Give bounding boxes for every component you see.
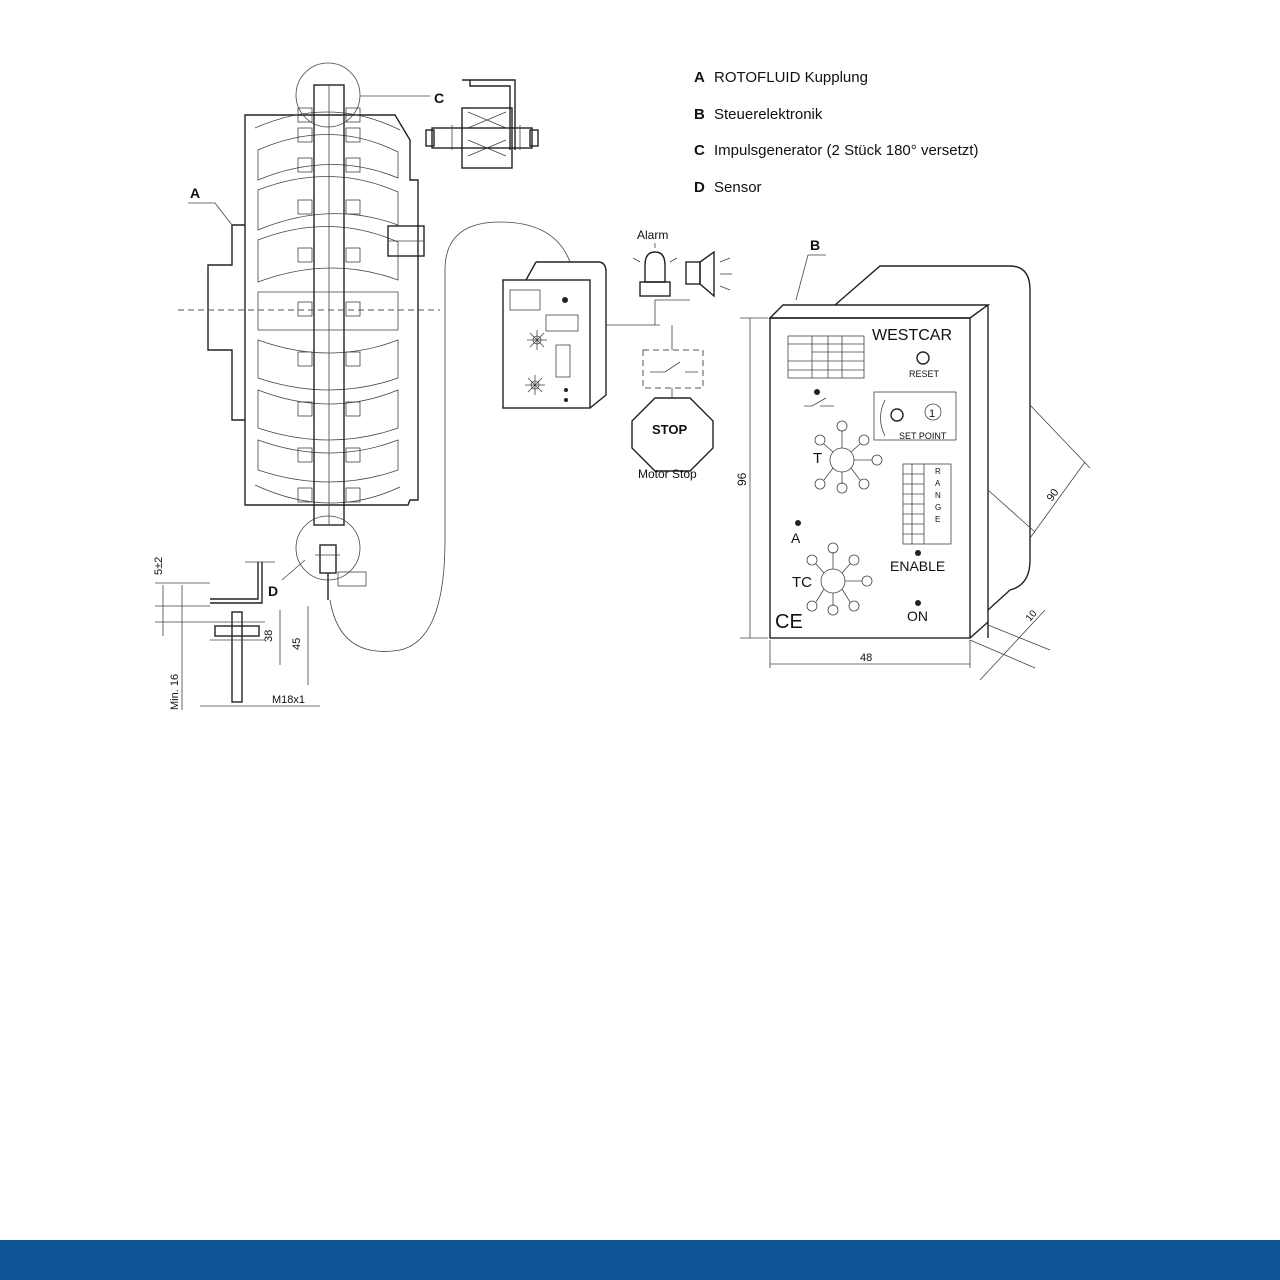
t-dial — [814, 420, 883, 494]
dim-gap-label: 5±2 — [153, 557, 165, 575]
callout-c: C — [360, 79, 539, 169]
range-letter-n: N — [935, 491, 941, 500]
setpoint-label: SET POINT — [899, 431, 947, 441]
small-controller — [502, 261, 607, 409]
impulse-generator-detail — [425, 79, 539, 169]
legend-key: D — [694, 178, 705, 196]
stop-text: STOP — [652, 422, 687, 437]
dim-width-label: 48 — [860, 652, 872, 664]
reset-label: RESET — [909, 369, 940, 379]
main-controller: B WESTCAR RESET 1 SET POINT — [768, 237, 1031, 639]
ce-mark: CE — [775, 611, 803, 633]
alarm-label: Alarm — [637, 228, 668, 242]
rotofluid-coupling — [178, 62, 440, 581]
range-letter-e: E — [935, 515, 940, 524]
dim-thread-label: M18x1 — [272, 694, 305, 706]
legend-key: B — [694, 105, 705, 123]
range-switch — [902, 463, 952, 545]
legend-text: Sensor — [714, 178, 762, 196]
range-letter-r: R — [935, 467, 941, 476]
callout-c-label: C — [434, 90, 444, 106]
legend-key: A — [694, 69, 705, 86]
dim-front-label: 10 — [1024, 608, 1040, 624]
dim-38-label: 38 — [263, 630, 275, 642]
a-label: A — [791, 530, 801, 546]
dim-min16-label: Min. 16 — [169, 674, 181, 710]
motor-stop-label: Motor Stop — [638, 467, 697, 481]
legend: A ROTOFLUID Kupplung B Steuerelektronik … — [694, 60, 978, 206]
dim-height-label: 96 — [735, 472, 749, 486]
callout-a-label: A — [190, 185, 200, 201]
setpoint-number: 1 — [929, 408, 935, 420]
legend-text: Steuerelektronik — [714, 105, 823, 123]
tc-label: TC — [792, 574, 812, 591]
range-letter-g: G — [935, 503, 941, 512]
brand-label: WESTCAR — [872, 327, 952, 344]
callout-b-label: B — [810, 237, 820, 253]
legend-item: B Steuerelektronik — [694, 97, 978, 134]
legend-text: Impulsgenerator (2 Stück 180° versetzt) — [714, 142, 979, 159]
sensor-mount-detail: 5±2 38 45 Min. 16 M18x1 — [153, 557, 320, 710]
alarm-wiring — [606, 299, 704, 398]
enable-label: ENABLE — [890, 558, 945, 574]
on-label: ON — [907, 608, 928, 624]
dim-45-label: 45 — [291, 638, 303, 650]
tc-dial — [806, 542, 873, 616]
technical-diagram: A C D — [153, 62, 1091, 710]
sensor-d: D — [268, 221, 571, 652]
callout-a: A — [188, 185, 233, 226]
t-label: T — [813, 450, 822, 467]
legend-key: C — [694, 142, 705, 159]
legend-item: C Impulsgenerator (2 Stück 180° versetzt… — [694, 133, 978, 170]
legend-item: D Sensor — [694, 170, 978, 207]
controller-dimensions: 96 48 90 10 — [735, 317, 1091, 681]
footer-bar — [0, 1240, 1280, 1280]
callout-d-label: D — [268, 583, 278, 599]
alarm-devices: Alarm — [632, 228, 732, 298]
dim-depth-label: 90 — [1045, 487, 1062, 504]
range-letter-a: A — [935, 479, 941, 488]
legend-text: ROTOFLUID Kupplung — [714, 69, 868, 86]
legend-item: A ROTOFLUID Kupplung — [694, 60, 978, 97]
stop-sign: STOP Motor Stop — [631, 397, 714, 481]
